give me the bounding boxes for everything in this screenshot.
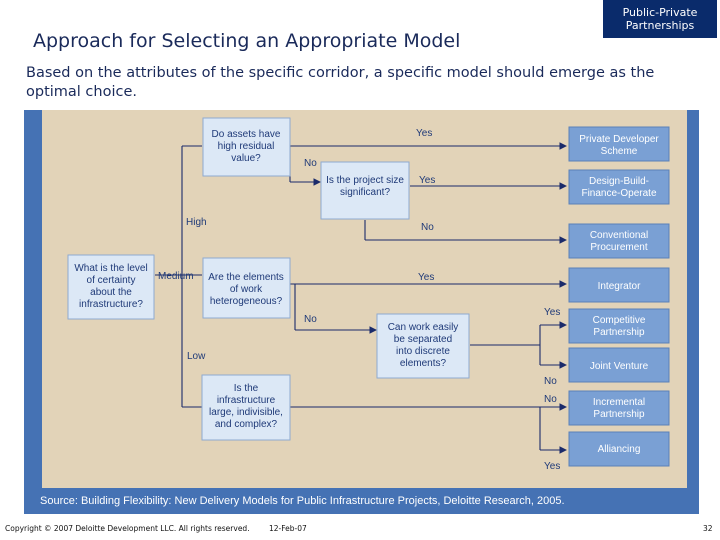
outcome-label: Alliancing — [598, 444, 641, 455]
large-question-line: Is the — [234, 383, 259, 394]
large-question-line: large, indivisible, — [209, 407, 283, 418]
separate-question-line: be separated — [394, 334, 452, 345]
root-question-box: What is the level of certainty about the… — [67, 254, 155, 320]
outcome-label: Finance-Operate — [581, 188, 656, 199]
footer-copyright: Copyright © 2007 Deloitte Development LL… — [5, 524, 250, 533]
outcome-joint-venture: Joint Venture — [568, 347, 670, 383]
label-yes: Yes — [418, 272, 434, 283]
label-no: No — [421, 222, 434, 233]
label-no: No — [304, 158, 317, 169]
root-question-line: about the — [90, 287, 132, 298]
outcome-conventional: Conventional Procurement — [568, 223, 670, 259]
separate-question-line: elements? — [400, 358, 447, 369]
outcome-label: Procurement — [590, 242, 647, 253]
outcome-competitive: Competitive Partnership — [568, 308, 670, 344]
heterogeneous-question-box: Are the elements of work heterogeneous? — [202, 257, 291, 319]
outcome-alliancing: Alliancing — [568, 431, 670, 467]
page-subtitle: Based on the attributes of the specific … — [26, 65, 655, 100]
separate-question-box: Can work easily be separated into discre… — [376, 313, 470, 379]
assets-question-line: high residual — [218, 141, 275, 152]
label-high: High — [186, 217, 207, 228]
outcome-incremental: Incremental Partnership — [568, 390, 670, 426]
branch-labels: High Medium Low Yes No Yes No Yes No Yes… — [158, 128, 560, 472]
outcome-label: Integrator — [598, 281, 641, 292]
outcome-label: Design-Build- — [589, 176, 649, 187]
footer-page-number: 32 — [703, 524, 713, 533]
section-tag-line1: Public-Private — [622, 6, 698, 19]
right-accent-bar — [687, 110, 699, 488]
large-question-line: infrastructure — [217, 395, 276, 406]
outcome-label: Joint Venture — [590, 361, 649, 372]
outcome-label: Partnership — [593, 409, 645, 420]
label-yes: Yes — [544, 307, 560, 318]
label-no: No — [304, 314, 317, 325]
root-question-line: infrastructure? — [79, 299, 143, 310]
separate-question-line: Can work easily — [388, 322, 459, 333]
label-no: No — [544, 394, 557, 405]
outcome-private-developer: Private Developer Scheme — [568, 126, 670, 162]
label-yes: Yes — [544, 461, 560, 472]
root-question-line: What is the level — [74, 263, 147, 274]
root-question-line: of certainty — [87, 275, 136, 286]
outcome-label: Competitive — [593, 315, 646, 326]
outcome-label: Private Developer — [579, 134, 659, 145]
footer-date: 12-Feb-07 — [269, 524, 307, 533]
label-yes: Yes — [416, 128, 432, 139]
size-question-box: Is the project size significant? — [320, 161, 410, 220]
assets-question-line: value? — [231, 153, 261, 164]
outcome-label: Scheme — [601, 146, 638, 157]
outcome-integrator: Integrator — [568, 267, 670, 303]
source-citation: Source: Building Flexibility: New Delive… — [24, 488, 699, 514]
assets-question-line: Do assets have — [212, 129, 281, 140]
page-title: Approach for Selecting an Appropriate Mo… — [33, 30, 461, 52]
heterogeneous-question-line: heterogeneous? — [210, 296, 283, 307]
heterogeneous-question-line: Are the elements — [208, 272, 284, 283]
assets-question-box: Do assets have high residual value? — [202, 117, 291, 177]
label-low: Low — [187, 351, 206, 362]
left-accent-bar — [24, 110, 42, 488]
label-no: No — [544, 376, 557, 387]
section-tag-line2: Partnerships — [625, 19, 695, 32]
outcome-dbfo: Design-Build- Finance-Operate — [568, 169, 670, 205]
section-tag: Public-Private Partnerships — [603, 0, 717, 38]
outcome-label: Partnership — [593, 327, 645, 338]
size-question-line: significant? — [340, 187, 390, 198]
size-question-line: Is the project size — [326, 175, 404, 186]
label-yes: Yes — [419, 175, 435, 186]
large-question-box: Is the infrastructure large, indivisible… — [201, 374, 291, 441]
outcome-label: Conventional — [590, 230, 648, 241]
outcome-label: Incremental — [593, 397, 645, 408]
large-question-line: and complex? — [215, 419, 278, 430]
label-medium: Medium — [158, 271, 194, 282]
separate-question-line: into discrete — [396, 346, 450, 357]
heterogeneous-question-line: of work — [230, 284, 263, 295]
